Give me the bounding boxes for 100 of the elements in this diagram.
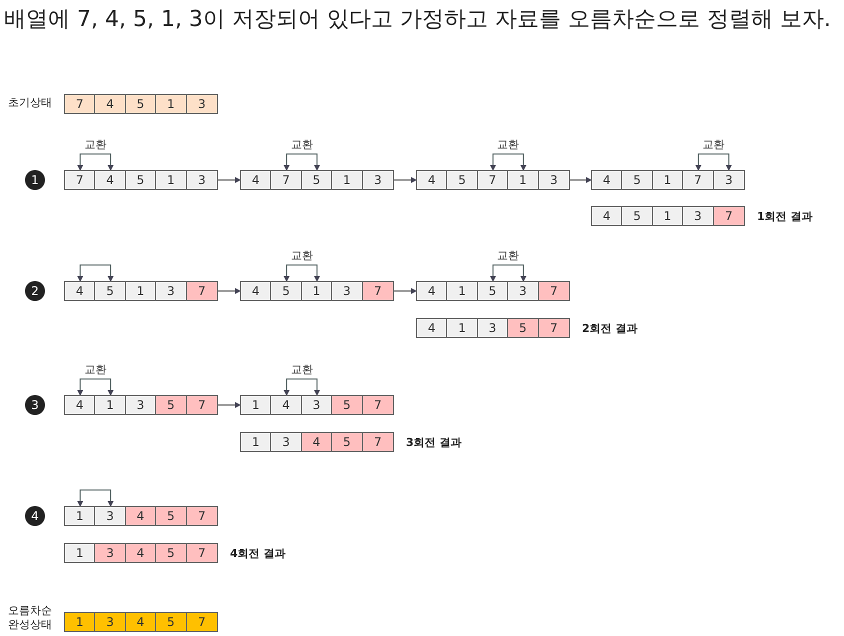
array-row	[64, 395, 218, 415]
result-label: 2회전 결과	[582, 321, 638, 336]
array-cell: 1	[241, 396, 272, 414]
array-cell: 4	[65, 282, 96, 300]
array-cell: 7	[186, 613, 217, 631]
array-cell: 4	[417, 319, 448, 337]
step-number-badge: 1	[25, 170, 45, 190]
edge-label: 교환	[497, 137, 520, 152]
array-cell: 1	[126, 282, 156, 300]
array-row	[591, 206, 745, 226]
edge-label: 교환	[84, 362, 106, 377]
array-cell: 5	[332, 396, 363, 414]
array-cell: 5	[156, 613, 187, 631]
row-label: 오름차순 완성상태	[8, 604, 53, 632]
array-cell: 4	[592, 207, 622, 225]
array-row	[64, 506, 218, 526]
array-cell: 4	[126, 613, 156, 631]
array-cell: 4	[95, 171, 126, 189]
result-label: 4회전 결과	[230, 546, 286, 561]
edge-label: 교환	[497, 248, 520, 263]
array-cell: 3	[683, 207, 714, 225]
array-row	[64, 94, 218, 114]
array-cell: 4	[592, 171, 622, 189]
array-cell: 1	[302, 282, 332, 300]
array-cell: 7	[362, 282, 393, 300]
array-cell: 5	[156, 396, 187, 414]
result-label: 1회전 결과	[757, 209, 812, 224]
array-cell: 3	[95, 507, 126, 525]
array-cell: 7	[186, 282, 217, 300]
array-cell: 5	[126, 95, 156, 113]
step-number-badge: 2	[25, 281, 45, 301]
array-cell: 1	[652, 171, 684, 189]
array-cell: 5	[447, 171, 478, 189]
array-cell: 3	[186, 95, 217, 113]
array-cell: 7	[478, 171, 508, 189]
array-cell: 3	[478, 319, 508, 337]
array-cell: 4	[126, 507, 156, 525]
array-cell: 3	[332, 282, 363, 300]
array-cell: 7	[186, 396, 217, 414]
array-cell: 4	[302, 433, 332, 451]
array-row	[64, 612, 218, 632]
edge-label: 교환	[84, 137, 106, 152]
array-cell: 4	[95, 95, 126, 113]
array-cell: 1	[508, 171, 539, 189]
edge-label: 교환	[290, 137, 313, 152]
array-row	[416, 281, 570, 301]
array-cell: 4	[417, 171, 448, 189]
array-cell: 4	[271, 396, 302, 414]
array-cell: 5	[95, 282, 126, 300]
array-row	[240, 395, 394, 415]
array-row	[240, 432, 394, 452]
swap-arrow	[77, 154, 114, 171]
array-cell: 3	[95, 544, 126, 562]
array-cell: 5	[302, 171, 332, 189]
swap-arrow	[284, 154, 320, 171]
swap-arrow	[77, 490, 114, 507]
result-label: 3회전 결과	[406, 435, 462, 450]
array-cell: 7	[683, 171, 714, 189]
array-cell: 7	[186, 507, 217, 525]
step-number-badge: 4	[25, 506, 45, 526]
array-cell: 7	[362, 396, 393, 414]
edge-label: 교환	[290, 248, 313, 263]
array-row	[591, 170, 745, 190]
array-cell: 5	[508, 319, 539, 337]
swap-arrow	[77, 378, 114, 396]
array-cell: 4	[241, 282, 272, 300]
array-cell: 3	[186, 171, 217, 189]
arrow	[570, 177, 592, 183]
array-cell: 5	[478, 282, 508, 300]
array-row	[240, 281, 394, 301]
array-cell: 4	[65, 396, 96, 414]
array-cell: 7	[186, 544, 217, 562]
array-cell: 4	[126, 544, 156, 562]
array-cell: 7	[65, 171, 96, 189]
swap-arrow	[284, 378, 320, 396]
array-cell: 7	[714, 207, 744, 225]
array-cell: 1	[95, 396, 126, 414]
array-cell: 1	[447, 282, 478, 300]
array-cell: 1	[156, 171, 187, 189]
arrow	[218, 402, 241, 408]
array-cell: 5	[622, 171, 653, 189]
array-cell: 4	[417, 282, 448, 300]
arrow	[218, 288, 241, 294]
array-row	[416, 318, 570, 338]
array-row	[64, 543, 218, 563]
swap-arrow	[695, 154, 732, 171]
arrow	[218, 177, 241, 183]
title: 배열에 7, 4, 5, 1, 3이 저장되어 있다고 가정하고 자료를 오름차순으로 정렬해 보자.	[4, 6, 832, 34]
array-cell: 1	[156, 95, 187, 113]
array-row	[64, 170, 218, 190]
array-cell: 5	[332, 433, 363, 451]
array-cell: 5	[622, 207, 653, 225]
arrow	[394, 177, 417, 183]
array-cell: 5	[126, 171, 156, 189]
array-cell: 3	[714, 171, 744, 189]
array-cell: 7	[65, 95, 96, 113]
array-cell: 5	[271, 282, 302, 300]
array-cell: 3	[538, 171, 569, 189]
array-row	[240, 170, 394, 190]
array-cell: 7	[271, 171, 302, 189]
